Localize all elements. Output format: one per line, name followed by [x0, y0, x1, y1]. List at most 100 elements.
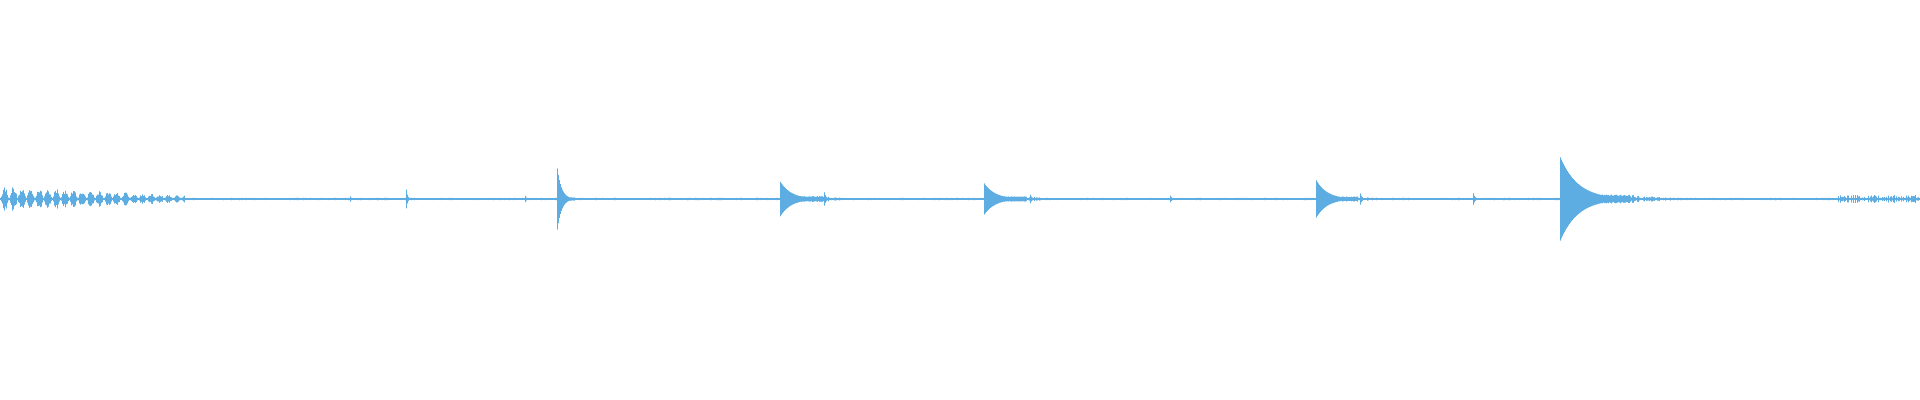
waveform-sample-bar	[885, 198, 886, 200]
waveform-sample-bar	[1869, 198, 1870, 200]
waveform-sample-bar	[1, 196, 2, 202]
waveform-sample-bar	[541, 197, 542, 201]
waveform-sample-bar	[13, 188, 14, 210]
waveform-sample-bar	[1448, 198, 1449, 200]
waveform-sample-bar	[684, 198, 685, 200]
waveform-sample-bar	[1017, 196, 1018, 202]
waveform-sample-bar	[524, 198, 525, 200]
waveform-sample-bar	[1191, 197, 1192, 201]
waveform-sample-bar	[119, 196, 120, 202]
waveform-sample-bar	[1714, 198, 1715, 200]
waveform-sample-bar	[99, 191, 100, 207]
waveform-sample-bar	[1639, 197, 1640, 201]
waveform-sample-bar	[221, 198, 222, 200]
waveform-sample-bar	[1236, 197, 1237, 201]
waveform-sample-bar	[1860, 197, 1861, 201]
waveform-sample-bar	[783, 185, 784, 213]
waveform-sample-bar	[1039, 197, 1040, 201]
waveform-sample-bar	[530, 198, 531, 200]
waveform-sample-bar	[373, 198, 374, 200]
waveform-sample-bar	[1282, 198, 1283, 200]
waveform-sample-bar	[600, 198, 601, 200]
waveform-sample-bar	[361, 197, 362, 201]
waveform-sample-bar	[1610, 195, 1611, 203]
waveform-sample-bar	[1681, 197, 1682, 201]
waveform-sample-bar	[1824, 197, 1825, 201]
waveform-sample-bar	[93, 194, 94, 204]
waveform-sample-bar	[1729, 198, 1730, 200]
waveform-sample-bar	[1164, 198, 1165, 200]
waveform-sample-bar	[1440, 197, 1441, 200]
waveform-sample-bar	[1438, 198, 1439, 200]
waveform-sample-bar	[316, 198, 317, 200]
waveform-sample-bar	[113, 196, 114, 202]
waveform-sample-bar	[1127, 197, 1128, 201]
waveform-sample-bar	[1348, 197, 1349, 201]
waveform-sample-bar	[732, 198, 733, 200]
waveform-sample-bar	[834, 197, 835, 201]
waveform-sample-bar	[408, 196, 409, 202]
waveform-sample-bar	[807, 196, 808, 202]
waveform-sample-bar	[507, 198, 508, 200]
waveform-sample-bar	[848, 198, 849, 200]
waveform-sample-bar	[1436, 198, 1437, 200]
waveform-sample-bar	[762, 198, 763, 200]
waveform-sample-bar	[1764, 197, 1765, 201]
waveform-sample-bar	[698, 198, 699, 200]
waveform-sample-bar	[1406, 198, 1407, 200]
waveform-sample-bar	[631, 198, 632, 200]
waveform-sample-bar	[1189, 198, 1190, 200]
waveform-sample-bar	[772, 198, 773, 200]
waveform-sample-bar	[214, 198, 215, 200]
waveform-sample-bar	[235, 198, 236, 200]
waveform-sample-bar	[1636, 197, 1637, 201]
waveform-sample-bar	[1100, 198, 1101, 200]
waveform-sample-bar	[194, 197, 195, 201]
waveform-sample-bar	[1788, 198, 1789, 200]
waveform-sample-bar	[623, 198, 624, 200]
waveform-sample-bar	[1036, 197, 1037, 201]
waveform-sample-bar	[1306, 198, 1307, 200]
waveform-sample-bar	[1096, 198, 1097, 200]
waveform-sample-bar	[724, 198, 725, 200]
waveform-sample-bar	[1749, 198, 1750, 200]
waveform-sample-bar	[901, 198, 902, 200]
waveform-sample-bar	[293, 198, 294, 200]
waveform-sample-bar	[473, 198, 474, 200]
waveform-sample-bar	[926, 198, 927, 200]
waveform-sample-bar	[1710, 198, 1711, 200]
waveform-sample-bar	[438, 198, 439, 200]
waveform-sample-bar	[229, 198, 230, 200]
waveform-sample-bar	[426, 198, 427, 200]
waveform-sample-bar	[343, 198, 344, 200]
waveform-sample-bar	[1539, 198, 1540, 200]
waveform-sample-bar	[1315, 198, 1316, 201]
waveform-sample-bar	[1274, 198, 1275, 200]
waveform-sample-bar	[266, 198, 267, 200]
waveform-sample-bar	[515, 198, 516, 200]
waveform-sample-bar	[737, 198, 738, 200]
waveform-sample-bar	[1075, 198, 1076, 200]
waveform-sample-bar	[1237, 198, 1238, 200]
waveform-sample-bar	[539, 198, 540, 200]
waveform-sample-bar	[754, 198, 755, 200]
waveform-sample-bar	[2, 194, 3, 204]
waveform-sample-bar	[1831, 198, 1832, 200]
waveform-sample-bar	[1371, 197, 1372, 200]
waveform-sample-bar	[1586, 189, 1587, 209]
waveform-sample-bar	[821, 196, 822, 202]
waveform-sample-bar	[412, 198, 413, 200]
waveform-sample-bar	[1892, 197, 1893, 201]
waveform-sample-bar	[794, 194, 795, 204]
waveform-sample-bar	[88, 193, 89, 205]
waveform-sample-bar	[403, 198, 404, 200]
waveform-bars	[0, 157, 1920, 241]
waveform-sample-bar	[1762, 198, 1763, 200]
waveform-sample-bar	[1128, 198, 1129, 200]
waveform-sample-bar	[1383, 198, 1384, 200]
waveform-sample-bar	[1563, 163, 1564, 235]
waveform-sample-bar	[921, 198, 922, 200]
waveform-sample-bar	[1846, 198, 1847, 201]
waveform-sample-bar	[157, 196, 158, 202]
